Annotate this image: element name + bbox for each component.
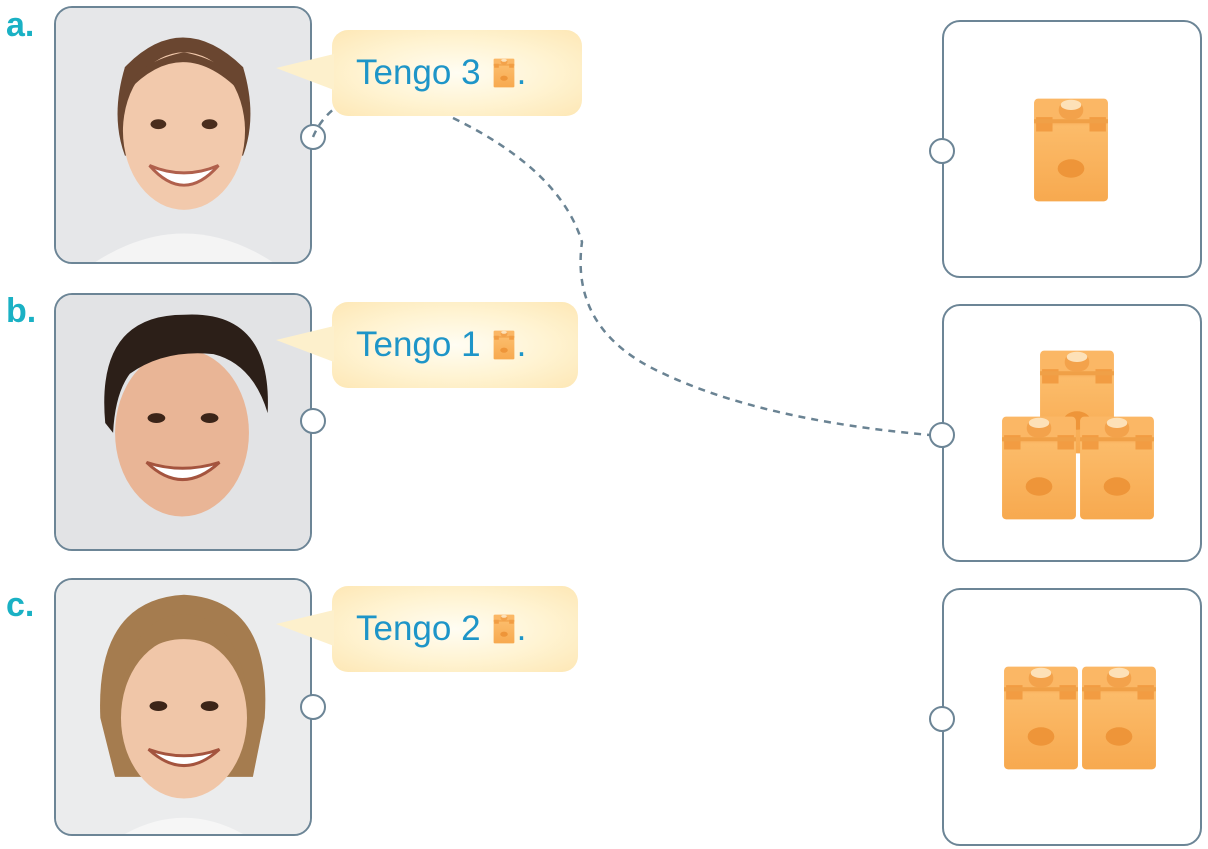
speech-bubble-c: Tengo 2 .: [276, 586, 578, 672]
connector-circle-b[interactable]: [300, 408, 326, 434]
connector-circle-card-1[interactable]: [929, 138, 955, 164]
item-letter-c: c.: [6, 586, 35, 624]
photo-girl-a: [54, 6, 312, 264]
connector-circle-c[interactable]: [300, 694, 326, 720]
cube-icon: [491, 58, 517, 88]
cube-icon: [491, 330, 517, 360]
speech-text-a: Tengo 3: [356, 53, 481, 92]
bubble-tail: [276, 54, 334, 90]
cube-icon: [1002, 664, 1080, 772]
cube-icon: [1080, 664, 1158, 772]
photo-boy-b: [54, 293, 312, 551]
speech-period-c: .: [516, 609, 527, 648]
cube-card-three: [942, 304, 1202, 562]
girl-face-icon: [56, 580, 310, 834]
connector-circle-card-2[interactable]: [929, 422, 955, 448]
speech-period-a: .: [516, 53, 527, 92]
cube-icon: [1032, 96, 1110, 204]
speech-bubble-b: Tengo 1 .: [276, 302, 578, 388]
item-letter-b: b.: [6, 292, 37, 330]
photo-girl-c: [54, 578, 312, 836]
speech-text-c: Tengo 2: [356, 609, 481, 648]
item-letter-a: a.: [6, 6, 35, 44]
connector-circle-a[interactable]: [300, 124, 326, 150]
connector-circle-card-3[interactable]: [929, 706, 955, 732]
cube-icon: [1000, 414, 1078, 522]
cube-icon: [491, 614, 517, 644]
speech-bubble-a: Tengo 3 .: [276, 30, 582, 116]
boy-face-icon: [56, 295, 310, 549]
girl-face-icon: [56, 8, 310, 262]
cube-card-one: [942, 20, 1202, 278]
speech-text-b: Tengo 1: [356, 325, 481, 364]
cube-card-two: [942, 588, 1202, 846]
bubble-tail: [276, 610, 334, 646]
speech-period-b: .: [516, 325, 527, 364]
bubble-tail: [276, 326, 334, 362]
cube-icon: [1078, 414, 1156, 522]
